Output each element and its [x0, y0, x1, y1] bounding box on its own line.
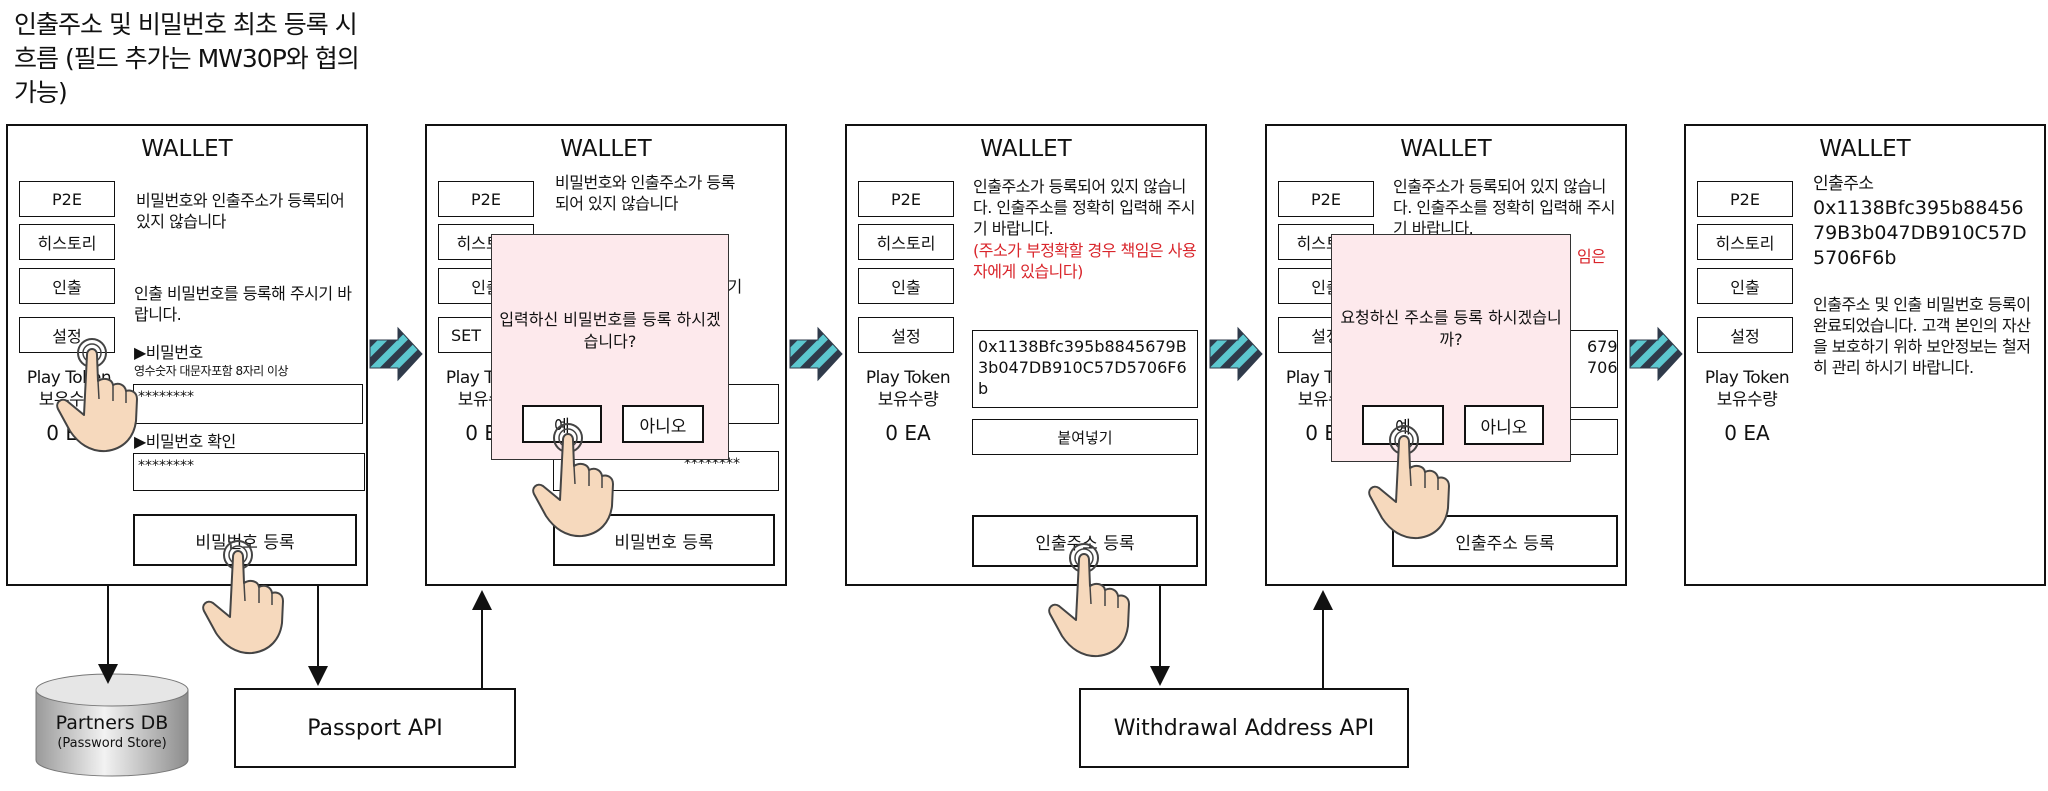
nav-settings-button[interactable]: 설정: [1697, 317, 1793, 353]
token-amount: 0 EA: [885, 421, 931, 445]
partners-db: Partners DB (Password Store): [30, 672, 194, 780]
flow-arrow-4: [1629, 327, 1683, 381]
wallet-title: WALLET: [1819, 136, 1911, 162]
hand-pointer-icon: [56, 338, 138, 453]
nav-settings-button[interactable]: 설정: [858, 317, 954, 353]
password-confirm-label: ▶비밀번호 확인: [134, 432, 236, 451]
nav-history-button[interactable]: 히스토리: [858, 224, 954, 260]
nav-p2e-button[interactable]: P2E: [1278, 181, 1374, 217]
flow-arrow-1: [369, 327, 423, 381]
passport-api-box: Passport API: [234, 688, 516, 768]
completion-message: 인출주소 및 인출 비밀번호 등록이 완료되었습니다. 고객 본인의 자산을 보…: [1813, 295, 2031, 377]
hand-pointer-icon: [1368, 425, 1450, 540]
page-title: 인출주소 및 비밀번호 최초 등록 시 흐름 (필드 추가는 MW30P와 협의…: [14, 10, 360, 107]
flow-arrow-2: [789, 327, 843, 381]
confirm-dialog: 입력하신 비밀번호를 등록 하시겠습니다? 예 아니오: [491, 234, 729, 460]
hand-pointer-icon: [532, 423, 614, 538]
hand-pointer-icon: [202, 540, 284, 655]
password-label: ▶비밀번호: [134, 343, 203, 362]
status-message: 비밀번호와 인출주소가 등록되어 있지 않습니다: [136, 191, 345, 231]
db-name: Partners DB: [55, 712, 169, 734]
nav-p2e-button[interactable]: P2E: [1697, 181, 1793, 217]
wallet-title: WALLET: [980, 136, 1072, 162]
address-label: 인출주소: [1813, 174, 1874, 194]
nav-p2e-button[interactable]: P2E: [858, 181, 954, 217]
password-input[interactable]: ********: [133, 384, 363, 424]
wallet-title: WALLET: [141, 136, 233, 162]
password-hint: 영수숫자 대문자포함 8자리 이상: [134, 364, 289, 378]
warning-text: (주소가 부정확할 경우 책임은 사용자에게 있습니다): [973, 241, 1197, 281]
status-message: 비밀번호와 인출주소가 등록되어 있지 않습니다: [555, 173, 735, 213]
nav-p2e-button[interactable]: P2E: [19, 181, 115, 217]
db-subtitle: (Password Store): [57, 736, 167, 751]
hand-pointer-icon: [1048, 543, 1130, 658]
register-password-button[interactable]: 비밀번호 등록: [133, 514, 357, 566]
token-amount: 0 EA: [1724, 421, 1770, 445]
nav-p2e-button[interactable]: P2E: [438, 181, 534, 217]
warning-fragment: 임은: [1577, 247, 1606, 266]
nav-history-button[interactable]: 히스토리: [19, 224, 115, 260]
wallet-title: WALLET: [560, 136, 652, 162]
nav-withdraw-button[interactable]: 인출: [19, 268, 115, 304]
dialog-no-button[interactable]: 아니오: [1464, 405, 1544, 445]
status-message: 인출주소가 등록되어 있지 않습니다. 인출주소를 정확히 입력해 주시기 바랍…: [973, 177, 1196, 238]
wallet-title: WALLET: [1400, 136, 1492, 162]
dialog-no-button[interactable]: 아니오: [622, 405, 704, 443]
confirm-dialog: 요청하신 주소를 등록 하시겠습니까? 예 아니오: [1331, 234, 1571, 462]
withdrawal-address-api-box: Withdrawal Address API: [1079, 688, 1409, 768]
password-confirm-input[interactable]: ********: [133, 453, 365, 491]
nav-withdraw-button[interactable]: 인출: [858, 268, 954, 304]
registered-address: 0x1138Bfc395b8845679B3b047DB910C57D5706F…: [1813, 197, 2027, 269]
address-input[interactable]: 0x1138Bfc395b8845679B3b047DB910C57D5706F…: [972, 330, 1198, 408]
nav-history-button[interactable]: 히스토리: [1697, 224, 1793, 260]
instruction-text: 인출 비밀번호를 등록해 주시기 바랍니다.: [134, 284, 352, 324]
nav-withdraw-button[interactable]: 인출: [1697, 268, 1793, 304]
dialog-message: 요청하신 주소를 등록 하시겠습니까?: [1340, 308, 1562, 349]
status-message: 인출주소가 등록되어 있지 않습니다. 인출주소를 정확히 입력해 주시기 바랍…: [1393, 177, 1616, 238]
flow-arrow-3: [1209, 327, 1263, 381]
dialog-yes-button[interactable]: 예: [522, 405, 602, 443]
paste-button[interactable]: 붙여넣기: [972, 419, 1198, 455]
dialog-message: 입력하신 비밀번호를 등록 하시겠습니다?: [499, 310, 721, 351]
database-icon: [35, 673, 189, 777]
